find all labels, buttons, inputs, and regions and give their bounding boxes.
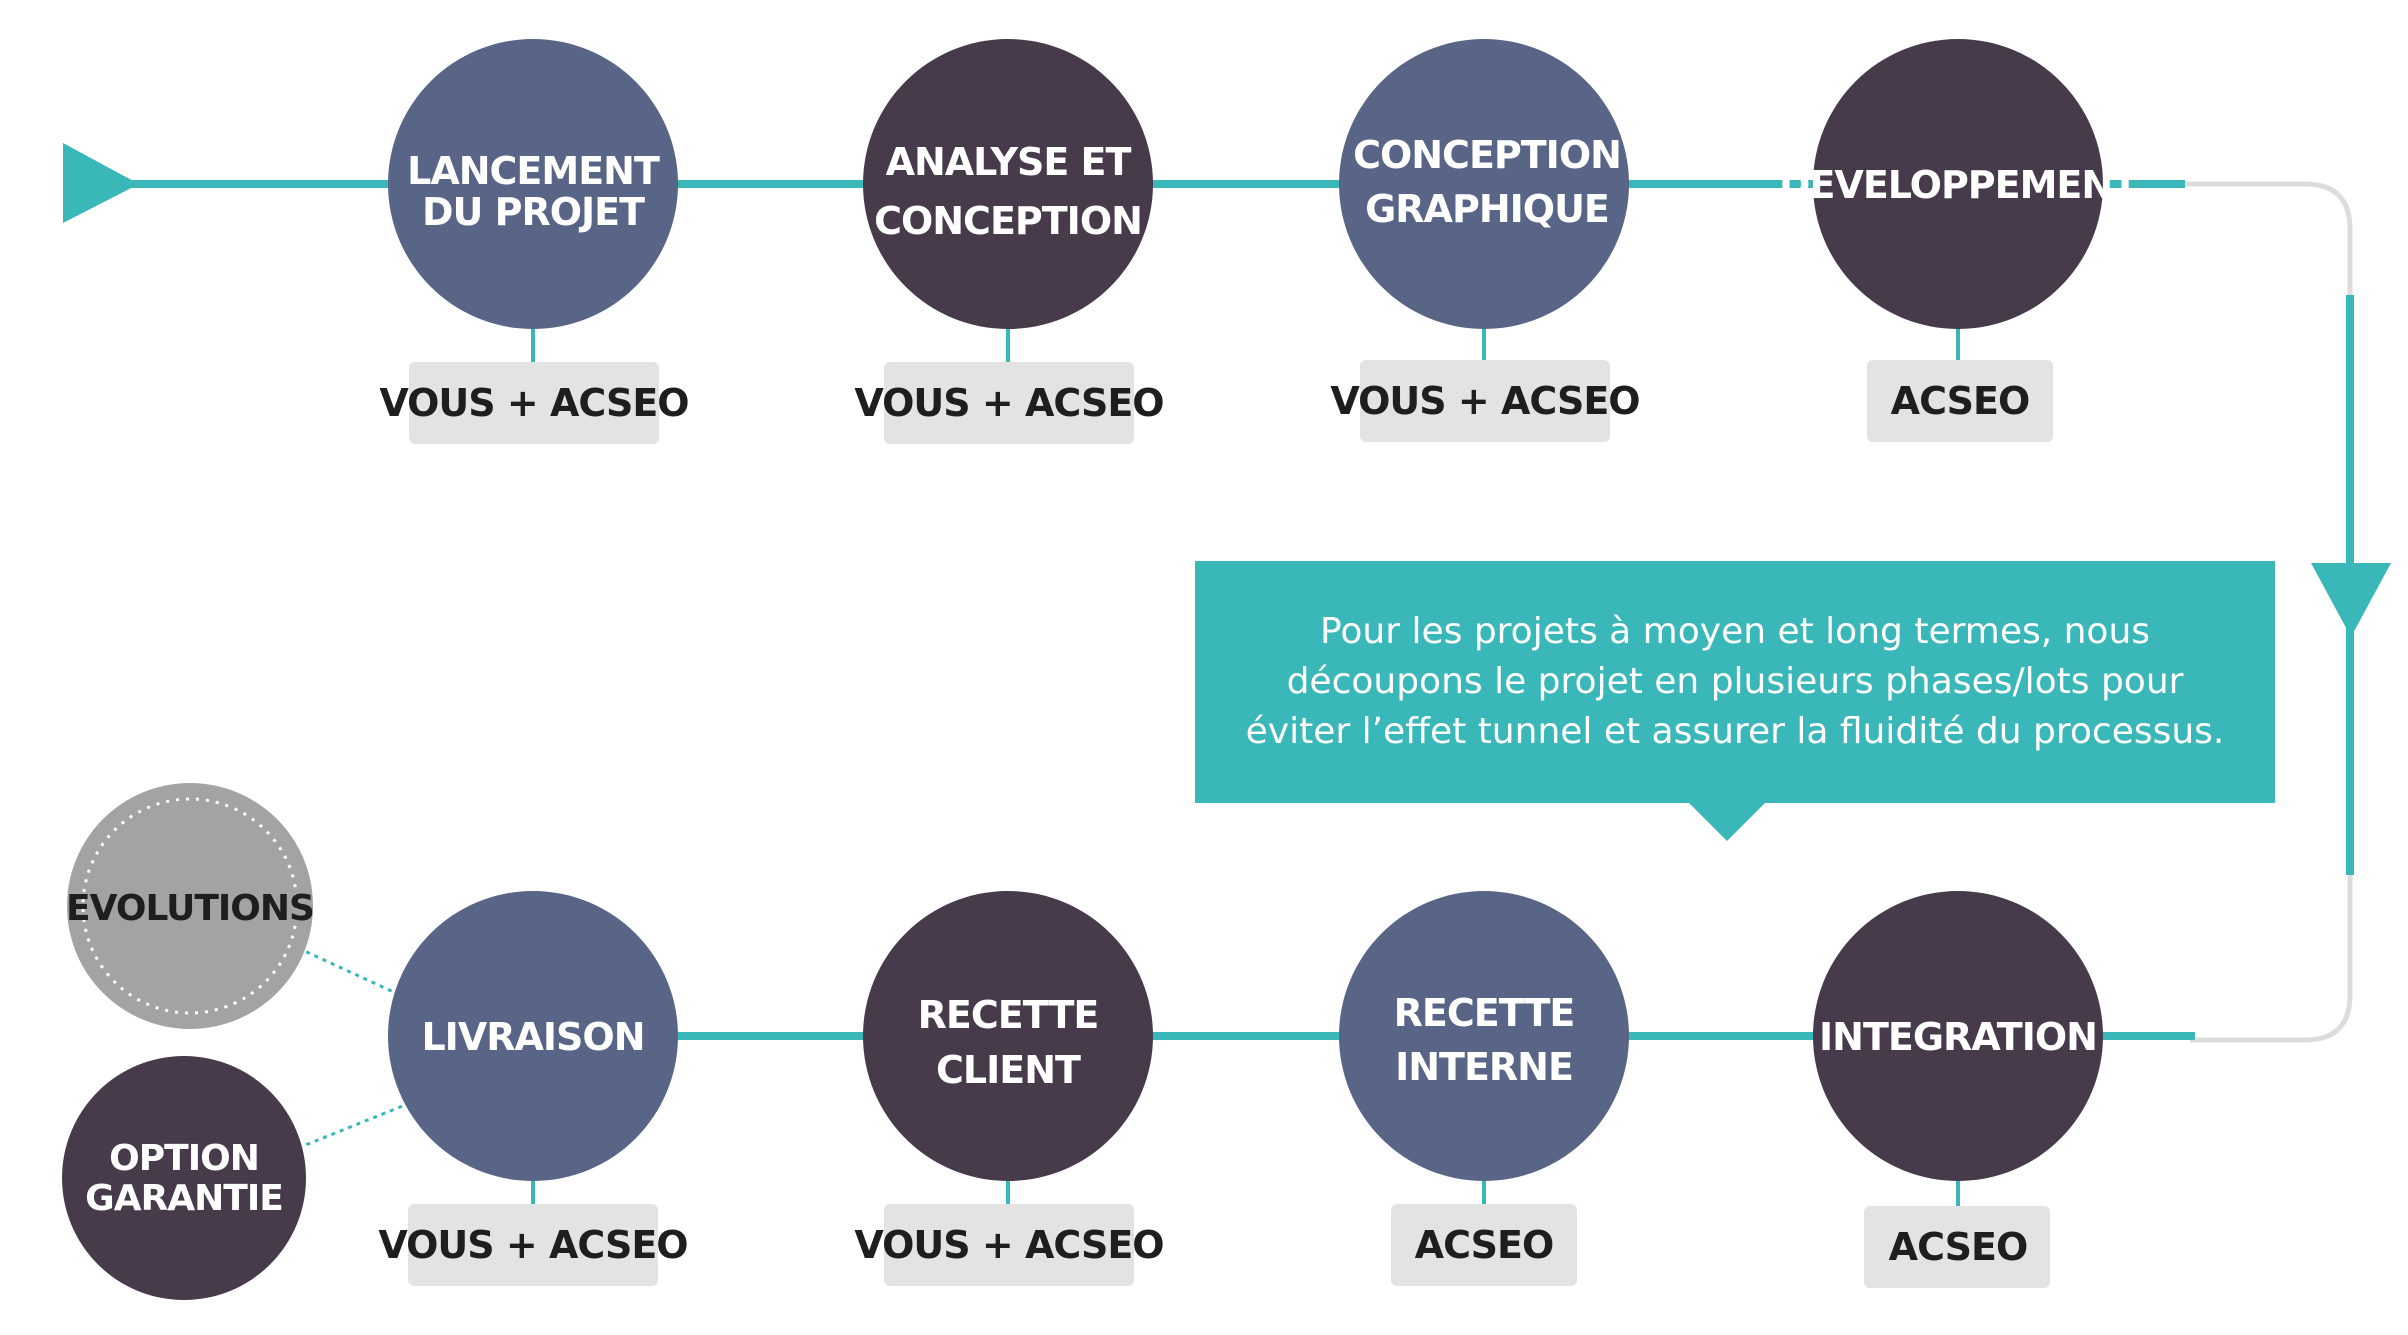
step-label-line1: ANALYSE ET <box>886 140 1132 184</box>
role-badge <box>408 1204 658 1286</box>
role-badge <box>1391 1204 1577 1286</box>
step-circle <box>1339 891 1629 1181</box>
top-row-steps: LANCEMENT DU PROJET VOUS + ACSEO ANALYSE… <box>379 39 2139 444</box>
role-badge <box>409 362 659 444</box>
step-circle <box>1339 39 1629 329</box>
step-label-line1: RECETTE <box>1394 991 1575 1035</box>
role-badge-label: ACSEO <box>1415 1223 1554 1267</box>
evolutions-dotted-ring <box>81 797 299 1015</box>
step-circle <box>388 39 678 329</box>
step-label-line1: LIVRAISON <box>421 1015 644 1059</box>
callout-pointer <box>1689 803 1765 841</box>
down-arrow-icon <box>2311 563 2391 637</box>
info-line-3: éviter l’effet tunnel et assurer la flui… <box>1245 711 2225 752</box>
step-label-line1: CONCEPTION <box>1353 133 1621 177</box>
step-analyse: ANALYSE ET CONCEPTION VOUS + ACSEO <box>854 39 1165 444</box>
step-label-line2: INTERNE <box>1395 1045 1573 1089</box>
evolutions-label: EVOLUTIONS <box>66 888 314 929</box>
step-circle <box>863 39 1153 329</box>
step-label-line2: DU PROJET <box>422 190 645 234</box>
step-label-line1: DEVELOPPEMENT <box>1779 163 2138 207</box>
info-callout-text: Pour les projets à moyen et long termes,… <box>1216 607 2255 757</box>
option-evolutions: EVOLUTIONS <box>66 783 315 1029</box>
role-badge-label: VOUS + ACSEO <box>854 381 1163 425</box>
step-label-line1: INTEGRATION <box>1819 1015 2097 1059</box>
step-label-line2: GRAPHIQUE <box>1365 187 1609 231</box>
option-garantie: OPTION GARANTIE <box>62 1056 306 1300</box>
role-badge-label: ACSEO <box>1889 1225 2028 1269</box>
role-badge-label: VOUS + ACSEO <box>378 1223 687 1267</box>
garantie-dotted-link <box>297 1103 406 1150</box>
step-label-line1: LANCEMENT <box>407 149 660 193</box>
step-circle <box>1813 39 2103 329</box>
info-callout: Pour les projets à moyen et long termes,… <box>1195 561 2275 841</box>
step-circle <box>388 891 678 1181</box>
step-conception-graphique: CONCEPTION GRAPHIQUE VOUS + ACSEO <box>1330 39 1641 442</box>
start-arrow-icon <box>63 143 139 223</box>
role-badge-label: ACSEO <box>1891 379 2030 423</box>
step-livraison: LIVRAISON VOUS + ACSEO <box>378 891 689 1286</box>
step-recette-interne: RECETTE INTERNE ACSEO <box>1339 891 1629 1286</box>
evolutions-dotted-link <box>297 946 401 997</box>
step-developpement: DEVELOPPEMENT ACSEO <box>1779 39 2139 442</box>
step-integration: INTEGRATION ACSEO <box>1813 891 2103 1288</box>
step-recette-client: RECETTE CLIENT VOUS + ACSEO <box>854 891 1165 1286</box>
garantie-label-line1: OPTION <box>109 1138 259 1179</box>
bottom-row-steps: LIVRAISON VOUS + ACSEO RECETTE CLIENT VO… <box>378 891 2103 1288</box>
role-badge <box>884 362 1134 444</box>
role-badge-label: VOUS + ACSEO <box>379 381 688 425</box>
role-badge <box>1864 1206 2050 1288</box>
evolutions-circle <box>67 783 313 1029</box>
garantie-circle <box>62 1056 306 1300</box>
info-line-2: découpons le projet en plusieurs phases/… <box>1286 661 2184 702</box>
step-circle <box>1813 891 2103 1181</box>
step-label-line2: CLIENT <box>936 1048 1081 1092</box>
role-badge <box>1360 360 1610 442</box>
step-lancement: LANCEMENT DU PROJET VOUS + ACSEO <box>379 39 690 444</box>
role-badge-label: VOUS + ACSEO <box>1330 379 1639 423</box>
role-badge <box>1867 360 2053 442</box>
step-circle <box>863 891 1153 1181</box>
role-badge <box>884 1204 1134 1286</box>
garantie-label-line2: GARANTIE <box>85 1178 283 1219</box>
info-line-1: Pour les projets à moyen et long termes,… <box>1319 611 2151 652</box>
step-label-line2: CONCEPTION <box>874 199 1142 243</box>
role-badge-label: VOUS + ACSEO <box>854 1223 1163 1267</box>
step-label-line1: RECETTE <box>918 993 1099 1037</box>
